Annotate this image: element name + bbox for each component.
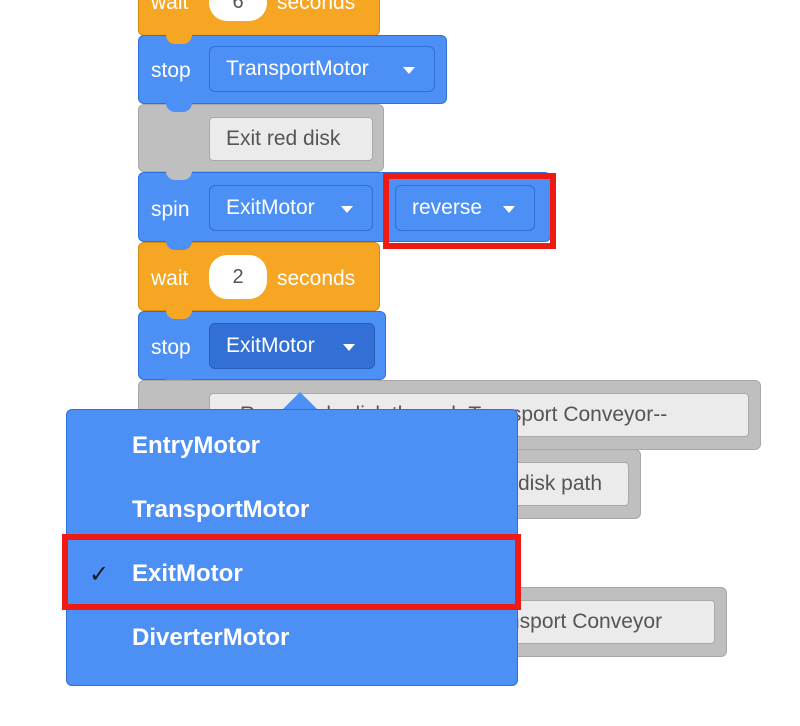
dropdown-pointer <box>281 392 319 411</box>
motor-select-spin[interactable]: ExitMotor <box>209 185 373 231</box>
wait-keyword: wait <box>151 267 189 290</box>
wait-block-top[interactable]: wait 6 seconds <box>138 0 380 36</box>
chevron-down-icon <box>503 206 515 213</box>
motor-select-stop-exit[interactable]: ExitMotor <box>209 323 375 369</box>
motor-select-label: ExitMotor <box>226 196 315 219</box>
dropdown-option-exitmotor[interactable]: ExitMotor <box>132 560 243 587</box>
wait-unit-label: seconds <box>277 0 356 14</box>
stop-exit-block[interactable]: stop ExitMotor <box>138 311 386 380</box>
spin-keyword: spin <box>151 198 190 221</box>
comment-block-exit-red[interactable]: Exit red disk <box>138 104 384 172</box>
stop-keyword: stop <box>151 336 191 359</box>
direction-select[interactable]: reverse <box>395 185 535 231</box>
block-connector <box>166 35 192 44</box>
block-connector <box>166 310 192 319</box>
block-connector <box>166 103 192 112</box>
stop-transport-block[interactable]: stop TransportMotor <box>138 35 447 104</box>
comment-text: nsport Conveyor <box>508 610 663 633</box>
comment-text: disk path <box>518 472 603 495</box>
motor-select-label: TransportMotor <box>226 57 369 80</box>
wait-keyword: wait <box>151 0 189 14</box>
wait-seconds-input[interactable]: 6 <box>209 0 267 21</box>
dropdown-option-transportmotor[interactable]: TransportMotor <box>132 496 310 523</box>
wait-unit-label: seconds <box>277 267 356 290</box>
dropdown-option-entrymotor[interactable]: EntryMotor <box>132 432 260 459</box>
direction-select-label: reverse <box>412 196 483 219</box>
motor-select-transport[interactable]: TransportMotor <box>209 46 435 92</box>
stop-keyword: stop <box>151 59 191 82</box>
highlight-selected-option <box>62 534 521 610</box>
dropdown-option-divertermotor[interactable]: DiverterMotor <box>132 624 290 651</box>
chevron-down-icon <box>343 344 355 351</box>
wait-seconds-input[interactable]: 2 <box>209 255 267 299</box>
highlight-direction <box>383 173 556 249</box>
chevron-down-icon <box>341 206 353 213</box>
motor-dropdown-menu: EntryMotor TransportMotor ✓ ExitMotor Di… <box>66 409 518 686</box>
wait-block-2[interactable]: wait 2 seconds <box>138 242 380 311</box>
chevron-down-icon <box>403 67 415 74</box>
comment-text-field[interactable]: Exit red disk <box>209 117 373 161</box>
block-connector <box>166 171 192 180</box>
spin-exit-block[interactable]: spin ExitMotor reverse <box>138 172 551 242</box>
block-connector <box>166 241 192 250</box>
motor-select-label: ExitMotor <box>226 334 315 357</box>
checkmark-icon: ✓ <box>89 561 110 588</box>
